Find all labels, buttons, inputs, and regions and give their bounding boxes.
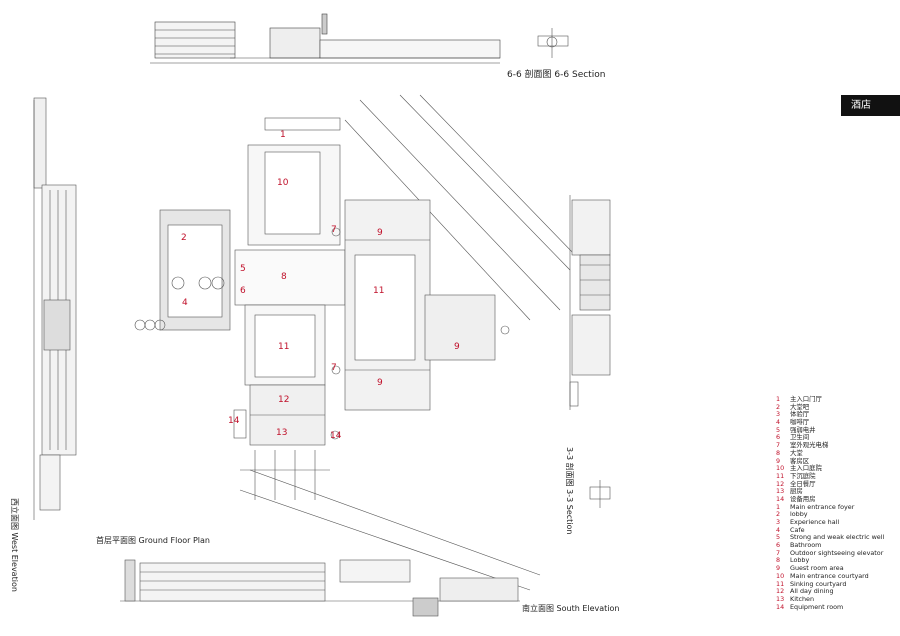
south-elevation [120,559,520,617]
plan-number: 8 [281,272,287,282]
plan-number: 2 [181,233,187,243]
plan-number: 7 [331,363,337,373]
ground-floor-plan-title: 首层平面图 Ground Floor Plan [96,536,210,545]
section-6-6-title: 6-6 剖面图 6-6 Section [507,70,606,80]
plan-number: 9 [377,228,383,238]
section-6-6 [150,13,501,64]
south-elevation-title: 南立面图 South Elevation [522,604,620,613]
plan-number: 1 [280,130,286,140]
plan-number: 11 [373,286,385,296]
plan-number: 10 [277,178,289,188]
plan-number: 14 [330,431,342,441]
hotel-tag: 酒店 [841,95,900,116]
key-plan-icon [589,480,611,508]
plan-number: 9 [377,378,383,388]
plan-number: 14 [228,416,240,426]
ground-floor-plan [134,94,576,591]
west-elevation [33,97,77,520]
plan-number: 12 [278,395,290,405]
plan-number: 5 [240,264,246,274]
plan-number: 13 [276,428,288,438]
north-arrow-icon [537,28,569,58]
section-3-3 [569,195,611,410]
west-elevation-title: 西立面图 West Elevation [10,498,19,592]
plan-number: 9 [454,342,460,352]
plan-number: 4 [182,298,188,308]
plan-number: 6 [240,286,246,296]
plan-number: 11 [278,342,290,352]
plan-number: 7 [331,225,337,235]
section-3-3-title: 3-3 剖面图 3-3 Section [565,447,574,535]
